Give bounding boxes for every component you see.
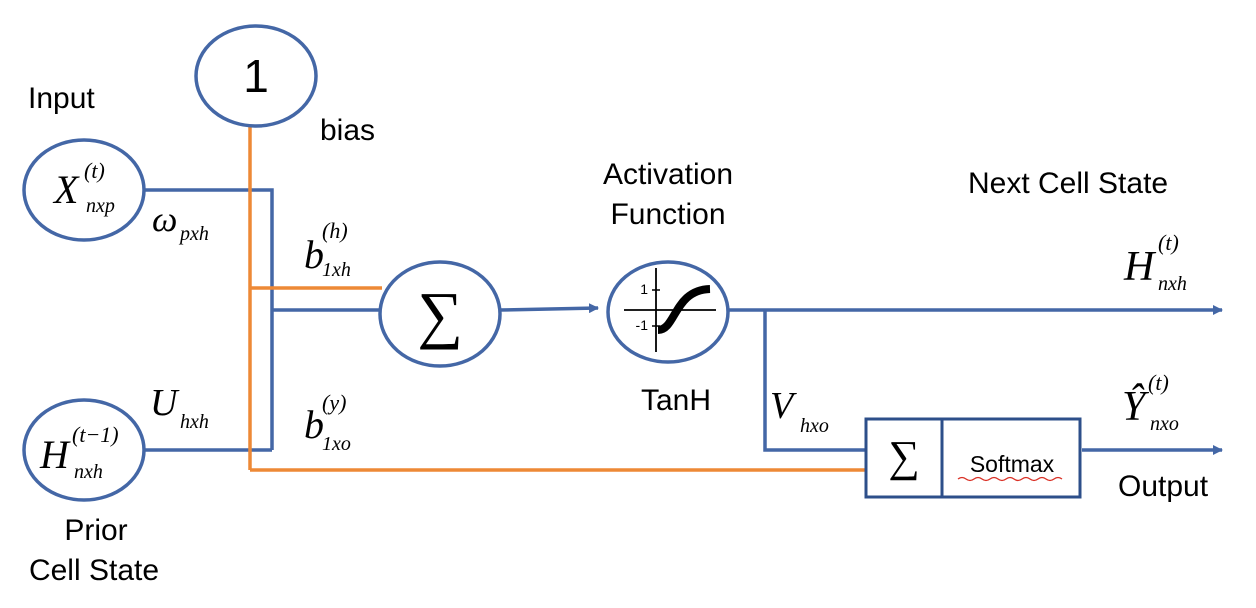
tanh-tick-negative: -1 [636,317,649,333]
h-prior-math: H (t−1) nxh [39,422,119,483]
svg-text:H: H [39,432,71,477]
prior-label-line2: Cell State [29,554,159,587]
prior-label-line1: Prior [64,514,127,547]
h-next-math: H (t) nxh [1123,230,1187,295]
svg-text:Ŷ: Ŷ [1122,383,1150,430]
svg-text:H: H [1123,244,1157,290]
activation-label-line1: Activation [603,158,733,191]
x-input-node [22,138,146,242]
bias-value: 1 [243,50,269,102]
bias-node [194,24,318,128]
bias-label: bias [320,114,375,147]
svg-text:nxh: nxh [1158,273,1187,295]
activation-label-line2: Function [610,198,725,231]
tanh-tick-positive: 1 [640,281,648,297]
svg-text:nxo: nxo [1150,413,1179,435]
svg-text:b: b [304,232,324,277]
softmax-label: Softmax [970,451,1055,477]
bias-h-math: b (h) 1xh [304,218,351,281]
y-hat-math: Ŷ (t) nxo [1122,370,1179,435]
tanh-icon: 1 -1 [624,268,716,352]
svg-text:hxo: hxo [800,415,829,437]
sum-symbol: ∑ [417,279,463,350]
svg-text:(t): (t) [1158,230,1179,255]
spellcheck-squiggle [957,476,1063,482]
svg-text:X: X [52,167,80,212]
svg-text:ω: ω [152,199,177,239]
next-cell-state-label: Next Cell State [968,167,1168,200]
sum-node [378,260,502,368]
svg-text:nxp: nxp [86,195,115,217]
svg-text:(h): (h) [322,218,348,243]
u-math: U hxh [150,382,209,433]
svg-text:hxh: hxh [180,411,209,433]
h-prior-node [22,398,146,502]
svg-text:(y): (y) [322,390,346,415]
tanh-label: TanH [641,384,711,417]
svg-text:V: V [770,385,797,427]
x-input-wire [145,188,274,450]
svg-text:1xo: 1xo [322,433,351,455]
activation-node [606,260,730,364]
v-branch-wire [763,310,866,452]
svg-text:pxh: pxh [178,223,209,245]
v-math: V hxo [770,385,829,437]
svg-text:(t): (t) [84,158,105,183]
svg-text:1xh: 1xh [322,259,351,281]
x-input-math: X (t) nxp [52,158,115,217]
svg-text:U: U [150,382,180,424]
svg-text:nxh: nxh [74,461,103,483]
bias-y-math: b (y) 1xo [304,390,351,455]
input-label: Input [28,82,95,115]
output-label: Output [1118,470,1209,503]
svg-text:(t−1): (t−1) [72,422,119,447]
output-box [864,417,1082,499]
svg-text:b: b [304,402,324,447]
omega-math: ω pxh [152,199,209,245]
sum-to-activation-arrow [499,303,599,314]
output-sum-symbol: ∑ [888,432,919,481]
svg-text:(t): (t) [1148,370,1169,395]
